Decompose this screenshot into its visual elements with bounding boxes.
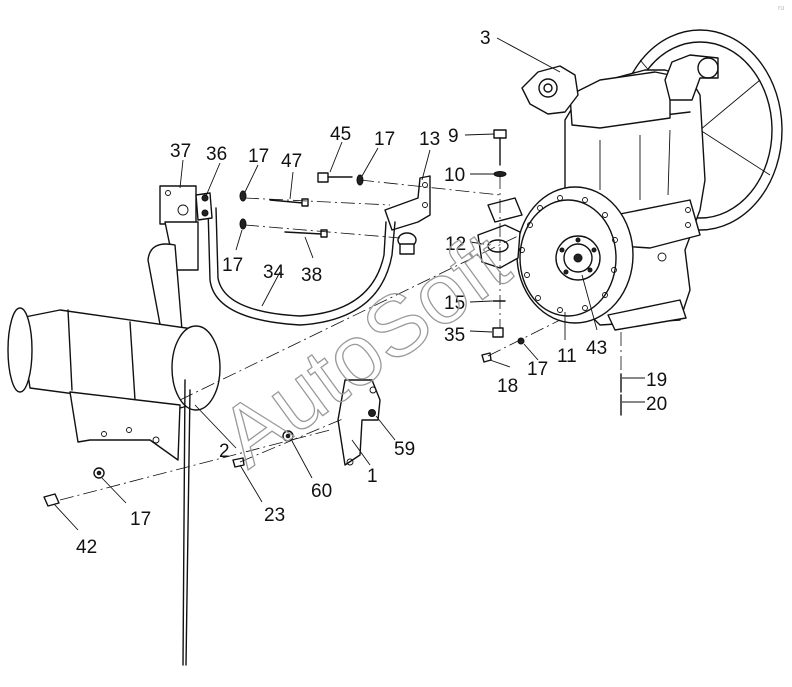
- callout-12: 12: [445, 234, 466, 255]
- bolt-18: [481, 352, 492, 363]
- callout-18: 18: [497, 376, 518, 397]
- callout-20: 20: [646, 394, 667, 415]
- callout-9: 9: [448, 126, 459, 147]
- callout-17-b: 17: [248, 146, 269, 167]
- engine-assembly: [477, 29, 783, 331]
- callout-15: 15: [444, 293, 465, 314]
- washer-17-d: [517, 337, 525, 345]
- callout-23: 23: [264, 505, 285, 526]
- callout-36: 36: [206, 144, 227, 165]
- callout-19: 19: [646, 370, 667, 391]
- clamp-fasteners: [239, 172, 364, 238]
- small-fasteners: [43, 337, 622, 507]
- center-lines: [59, 175, 622, 501]
- clamp-assembly-37: [159, 185, 213, 225]
- valve-cover: [569, 71, 671, 129]
- bolt-9-head: [493, 129, 507, 139]
- manifold-part-3: [521, 65, 579, 115]
- callout-11: 11: [557, 346, 577, 367]
- callout-17-c: 17: [222, 255, 243, 276]
- muffler-bracket: [69, 391, 181, 461]
- callout-35: 35: [444, 325, 465, 346]
- callout-10: 10: [444, 165, 465, 186]
- callout-17-d: 17: [527, 359, 548, 380]
- corner-mark: ru: [778, 5, 784, 12]
- callout-1: 1: [367, 466, 378, 487]
- callout-47: 47: [281, 151, 302, 172]
- bolt-45-head: [317, 172, 329, 183]
- bolt-47: [269, 199, 304, 204]
- bracket-1: [337, 379, 381, 466]
- exhaust-stub: [664, 54, 719, 101]
- leader-lines: [53, 37, 645, 531]
- callout-labels: 3 9 10 12 13 15 35 11 43 45 17 37 36 17 …: [76, 28, 667, 558]
- washer-17-b: [239, 190, 247, 202]
- oil-pan: [607, 299, 687, 331]
- callout-60: 60: [311, 481, 332, 502]
- autosoft-watermark: AutoSoft: [203, 214, 526, 486]
- bolt-38: [284, 231, 323, 235]
- callout-3: 3: [480, 28, 491, 49]
- muffler-assembly: [7, 221, 221, 666]
- callout-34: 34: [263, 262, 285, 283]
- nut-35: [492, 327, 504, 338]
- callout-38: 38: [301, 265, 322, 286]
- callout-13: 13: [419, 129, 440, 150]
- callout-45: 45: [330, 124, 351, 145]
- callout-17-a: 17: [374, 129, 395, 150]
- callout-37: 37: [170, 141, 191, 162]
- bolt-42: [43, 493, 60, 507]
- callout-17-e: 17: [130, 509, 151, 530]
- callout-43: 43: [586, 338, 607, 359]
- engine-mount-12: [477, 224, 521, 269]
- tailpipe-rod: [182, 379, 186, 666]
- callout-42: 42: [76, 537, 97, 558]
- exhaust-bracket-13: [384, 175, 431, 255]
- callout-59: 59: [394, 439, 415, 460]
- bolt-59: [368, 409, 376, 417]
- support-pipe-34: [207, 207, 396, 326]
- bolt-23: [232, 457, 245, 468]
- washer-17-c: [239, 218, 247, 230]
- callout-2: 2: [219, 441, 230, 462]
